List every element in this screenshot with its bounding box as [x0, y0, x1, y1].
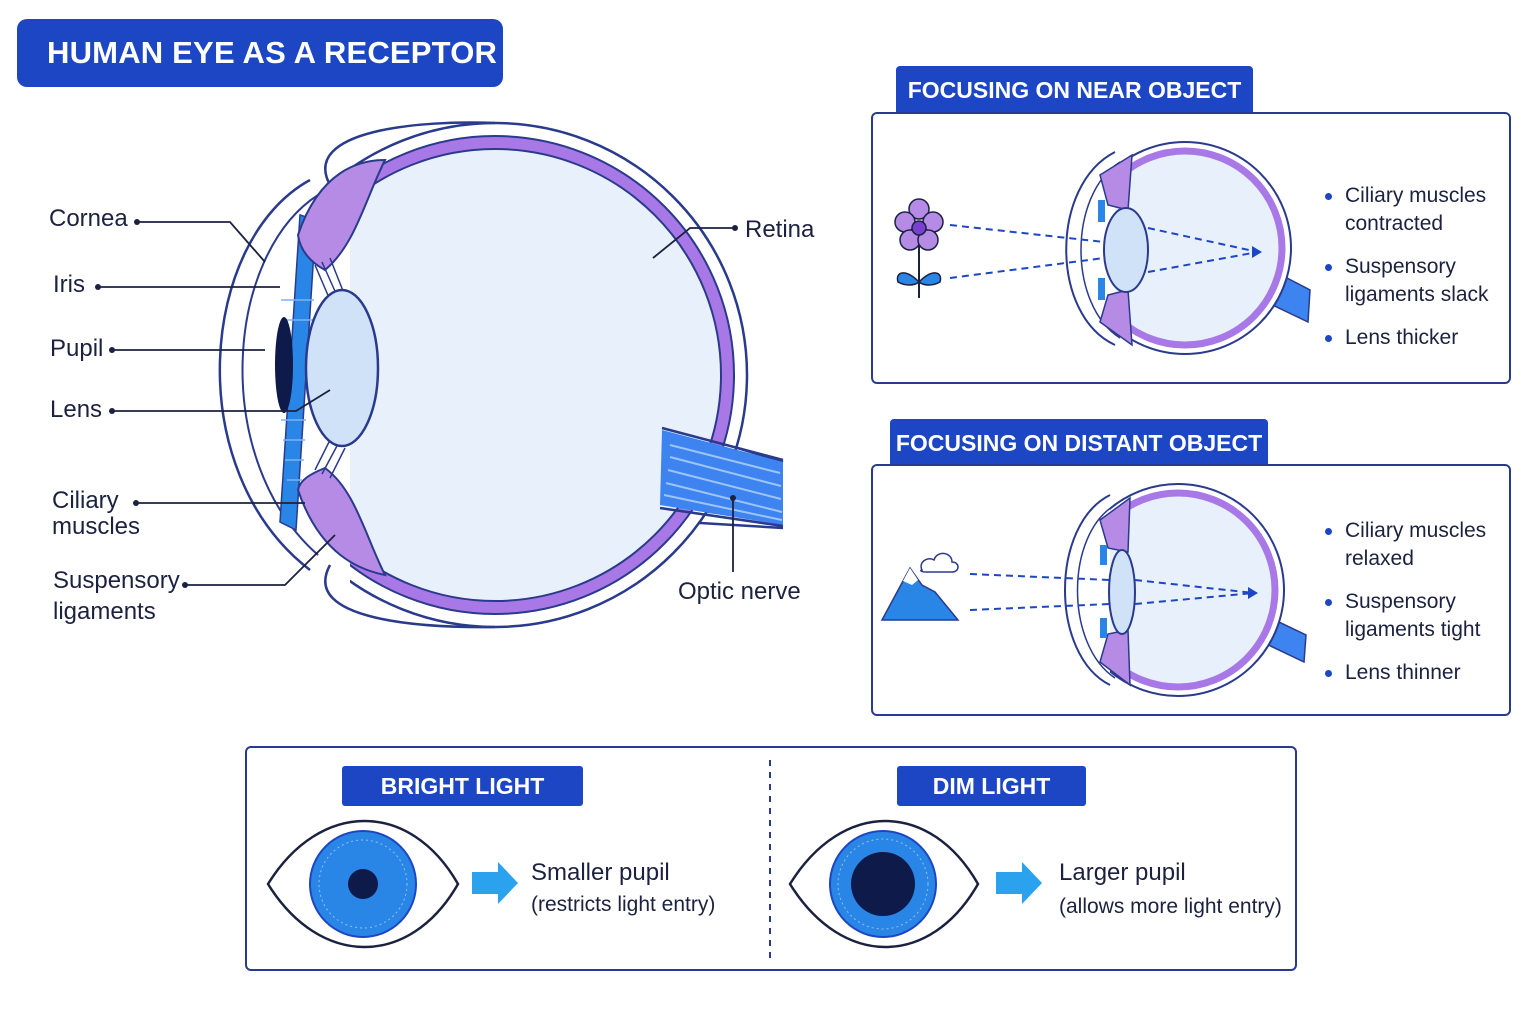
bright-light-heading: BRIGHT LIGHT: [342, 766, 583, 806]
near-lens: [1103, 207, 1149, 293]
label-retina: Retina: [745, 216, 815, 243]
page-title: HUMAN EYE AS A RECEPTOR: [17, 19, 503, 87]
suspensory-ligaments: [314, 257, 346, 479]
list-item: Lens thicker: [1325, 324, 1505, 352]
dim-eye-icon: [788, 819, 980, 949]
small-pupil: [348, 869, 378, 899]
label-ciliary-1: Ciliary: [52, 487, 119, 514]
arrow-icon: [996, 862, 1042, 904]
label-iris: Iris: [53, 271, 85, 298]
dim-sub-text: (allows more light entry): [1059, 895, 1282, 918]
distant-panel-heading: FOCUSING ON DISTANT OBJECT: [890, 419, 1268, 467]
dim-main-text: Larger pupil: [1059, 859, 1186, 886]
mountain-icon: [880, 566, 960, 621]
label-cornea: Cornea: [49, 205, 128, 232]
pupil: [275, 317, 293, 413]
label-pupil: Pupil: [50, 335, 104, 362]
label-suspensory-1: Suspensory: [53, 567, 180, 594]
ciliary-muscle-bottom: [296, 466, 387, 577]
distant-lens: [1108, 549, 1136, 635]
label-lens: Lens: [50, 396, 103, 423]
ciliary-muscle-top: [296, 158, 387, 272]
bright-main-text: Smaller pupil: [531, 859, 670, 886]
label-optic-nerve: Optic nerve: [678, 578, 801, 605]
list-item: Lens thinner: [1325, 659, 1505, 687]
label-ciliary-2: muscles: [52, 513, 141, 540]
arrow-icon: [472, 862, 518, 904]
label-suspensory-2: ligaments: [53, 598, 156, 625]
large-pupil: [851, 852, 915, 916]
near-panel-heading: FOCUSING ON NEAR OBJECT: [896, 66, 1253, 114]
dim-light-heading: DIM LIGHT: [897, 766, 1086, 806]
bright-sub-text: (restricts light entry): [531, 893, 716, 916]
flower-icon: [894, 198, 944, 298]
lens: [304, 288, 380, 448]
bright-eye-icon: [266, 819, 460, 949]
cloud-icon: [920, 552, 959, 573]
